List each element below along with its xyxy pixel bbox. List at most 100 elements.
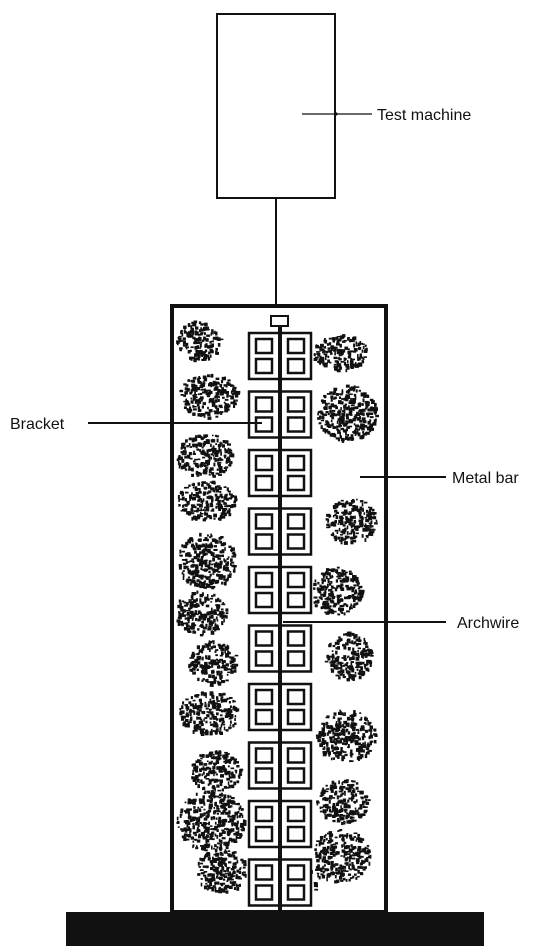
speckle <box>186 552 191 556</box>
speckle <box>192 570 197 574</box>
speckle <box>205 453 210 457</box>
speckle <box>337 646 340 650</box>
speckle <box>226 557 229 560</box>
speckle <box>186 408 189 411</box>
speckle <box>201 556 204 558</box>
speckle <box>339 814 344 817</box>
speckle <box>345 720 348 724</box>
speckle <box>205 412 208 415</box>
speckle <box>228 451 233 454</box>
speckle <box>359 872 362 874</box>
speckle <box>219 658 223 661</box>
speckle <box>201 385 204 389</box>
speckle <box>351 732 354 737</box>
speckle <box>197 354 201 358</box>
speckle <box>367 648 370 652</box>
speckle <box>220 680 225 684</box>
speckle <box>198 704 201 708</box>
speckle <box>356 508 361 513</box>
speckle <box>214 612 217 615</box>
speckle <box>232 553 237 556</box>
speckle <box>197 828 200 832</box>
speckle <box>196 778 200 781</box>
speckle <box>327 842 331 844</box>
speckle <box>211 674 215 679</box>
speckle <box>196 350 201 354</box>
speckle <box>229 697 233 699</box>
speckle <box>223 486 227 488</box>
speckle <box>219 677 222 680</box>
speckle <box>318 875 321 880</box>
speckle <box>207 844 210 848</box>
speckle <box>214 623 217 628</box>
speckle <box>206 568 209 571</box>
speckle <box>208 383 212 387</box>
speckle <box>335 863 339 866</box>
speckle <box>179 462 182 467</box>
speckle <box>196 448 200 451</box>
speckle <box>204 580 206 582</box>
speckle <box>343 362 346 366</box>
speckle <box>369 651 374 654</box>
speckle <box>203 763 208 766</box>
speckle <box>365 518 370 523</box>
speckle <box>201 671 204 675</box>
speckle <box>214 568 219 572</box>
speckle <box>350 434 354 439</box>
speckle <box>228 840 230 844</box>
speckle <box>196 495 199 499</box>
speckle <box>207 346 211 349</box>
speckle <box>337 350 341 355</box>
speckle <box>341 420 345 423</box>
speckle <box>182 570 185 572</box>
speckle <box>209 751 211 754</box>
speckle <box>210 711 213 714</box>
speckle <box>210 728 213 732</box>
speckle <box>235 835 238 839</box>
speckle <box>221 380 224 384</box>
speckle <box>347 355 352 359</box>
speckle <box>192 486 195 489</box>
speckle <box>343 841 347 845</box>
speckle <box>184 452 187 456</box>
speckle <box>344 403 348 406</box>
speckle <box>216 468 219 471</box>
speckle <box>368 855 371 859</box>
speckle <box>228 710 230 715</box>
speckle <box>363 501 368 504</box>
speckle <box>328 753 331 757</box>
speckle <box>207 551 211 554</box>
speckle <box>221 876 223 879</box>
speckle <box>351 819 354 823</box>
speckle <box>235 770 238 774</box>
speckle <box>178 498 180 502</box>
speckle <box>339 349 342 351</box>
speckle <box>199 349 203 354</box>
speckle <box>233 386 237 389</box>
speckle <box>221 376 225 381</box>
speckle <box>192 699 196 702</box>
speckle <box>329 874 332 877</box>
metal-bar-label: Metal bar <box>452 470 519 487</box>
speckle <box>185 698 189 701</box>
speckle <box>203 786 206 790</box>
speckle <box>338 519 341 524</box>
archwire-label: Archwire <box>457 615 519 632</box>
speckle <box>220 496 223 499</box>
speckle <box>341 391 344 394</box>
speckle <box>352 722 357 727</box>
speckle <box>349 436 352 439</box>
speckle <box>339 432 341 436</box>
speckle <box>351 656 355 660</box>
speckle <box>221 861 226 865</box>
speckle <box>339 815 342 819</box>
speckle <box>348 425 353 428</box>
speckle <box>208 562 211 565</box>
speckle <box>328 337 332 340</box>
speckle <box>331 728 335 732</box>
speckle <box>229 448 232 451</box>
speckle <box>229 656 231 659</box>
speckle <box>331 416 335 420</box>
speckle <box>221 873 225 877</box>
speckle <box>350 530 353 534</box>
